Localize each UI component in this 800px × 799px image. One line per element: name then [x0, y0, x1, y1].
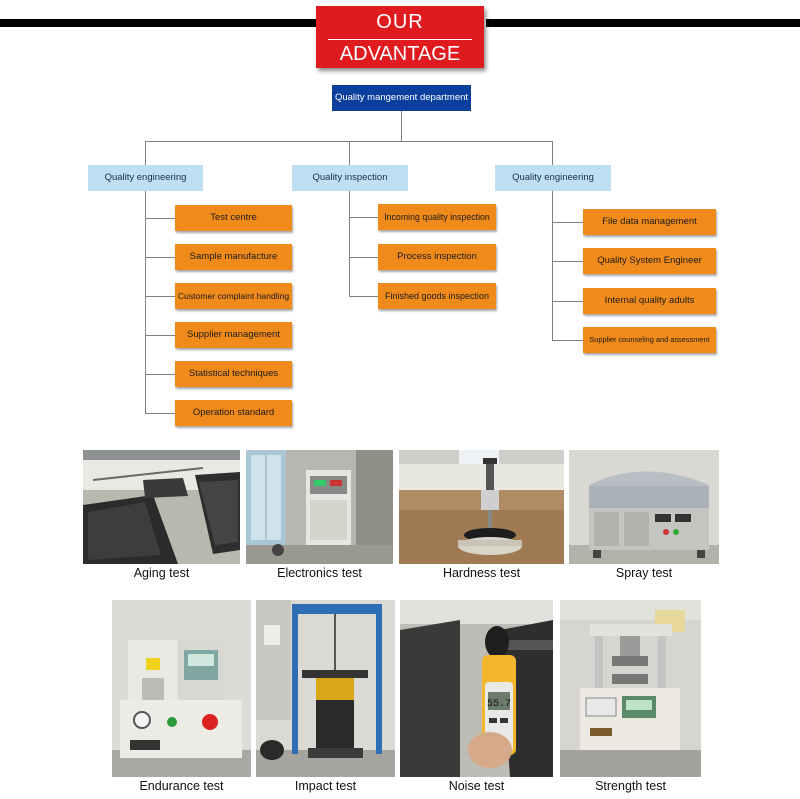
- aging-test-photo: [83, 450, 240, 564]
- header-rule-left: [0, 19, 316, 27]
- banner-line-1: OUR: [376, 11, 424, 33]
- org-item: Test centre: [175, 205, 292, 231]
- org-item: Operation standard: [175, 400, 292, 426]
- dept-quality-inspection: Quality inspection: [292, 165, 408, 191]
- svg-text:55.7: 55.7: [487, 699, 511, 710]
- org-item: Quality System Engineer: [583, 248, 716, 274]
- org-item: Internal quality adults: [583, 288, 716, 314]
- impact-test-photo: [256, 600, 395, 777]
- org-root-box: Quality mangement department: [332, 85, 471, 111]
- org-item: File data management: [583, 209, 716, 235]
- test-caption: Spray test: [615, 566, 673, 580]
- our-advantage-banner: OUR ADVANTAGE: [316, 6, 484, 68]
- test-caption: Electronics test: [277, 566, 362, 580]
- banner-divider: [328, 39, 472, 40]
- org-item: Incoming quality inspection: [378, 204, 496, 230]
- banner-line-2: ADVANTAGE: [339, 43, 461, 65]
- org-item: Supplier counseling and assessment: [583, 327, 716, 353]
- org-item: Finished goods inspection: [378, 283, 496, 309]
- test-caption: Hardness test: [442, 566, 521, 580]
- test-caption: Aging test: [133, 566, 190, 580]
- test-caption: Endurance test: [139, 779, 224, 793]
- org-item: Process inspection: [378, 244, 496, 270]
- test-caption: Impact test: [294, 779, 357, 793]
- electronics-test-photo: [246, 450, 393, 564]
- strength-test-photo: [560, 600, 701, 777]
- spray-test-photo: [569, 450, 719, 564]
- endurance-test-photo: [112, 600, 251, 777]
- org-item: Sample manufacture: [175, 244, 292, 270]
- org-item: Statistical techniques: [175, 361, 292, 387]
- hardness-test-photo: [399, 450, 564, 564]
- dept-quality-engineering-2: Quality engineering: [495, 165, 611, 191]
- org-item: Supplier management: [175, 322, 292, 348]
- test-caption: Strength test: [595, 779, 666, 793]
- header-rule-right: [486, 19, 800, 27]
- dept-quality-engineering-1: Quality engineering: [88, 165, 203, 191]
- noise-test-photo: 55.7: [400, 600, 553, 777]
- org-item: Customer complaint handling: [175, 283, 292, 309]
- test-caption: Noise test: [448, 779, 505, 793]
